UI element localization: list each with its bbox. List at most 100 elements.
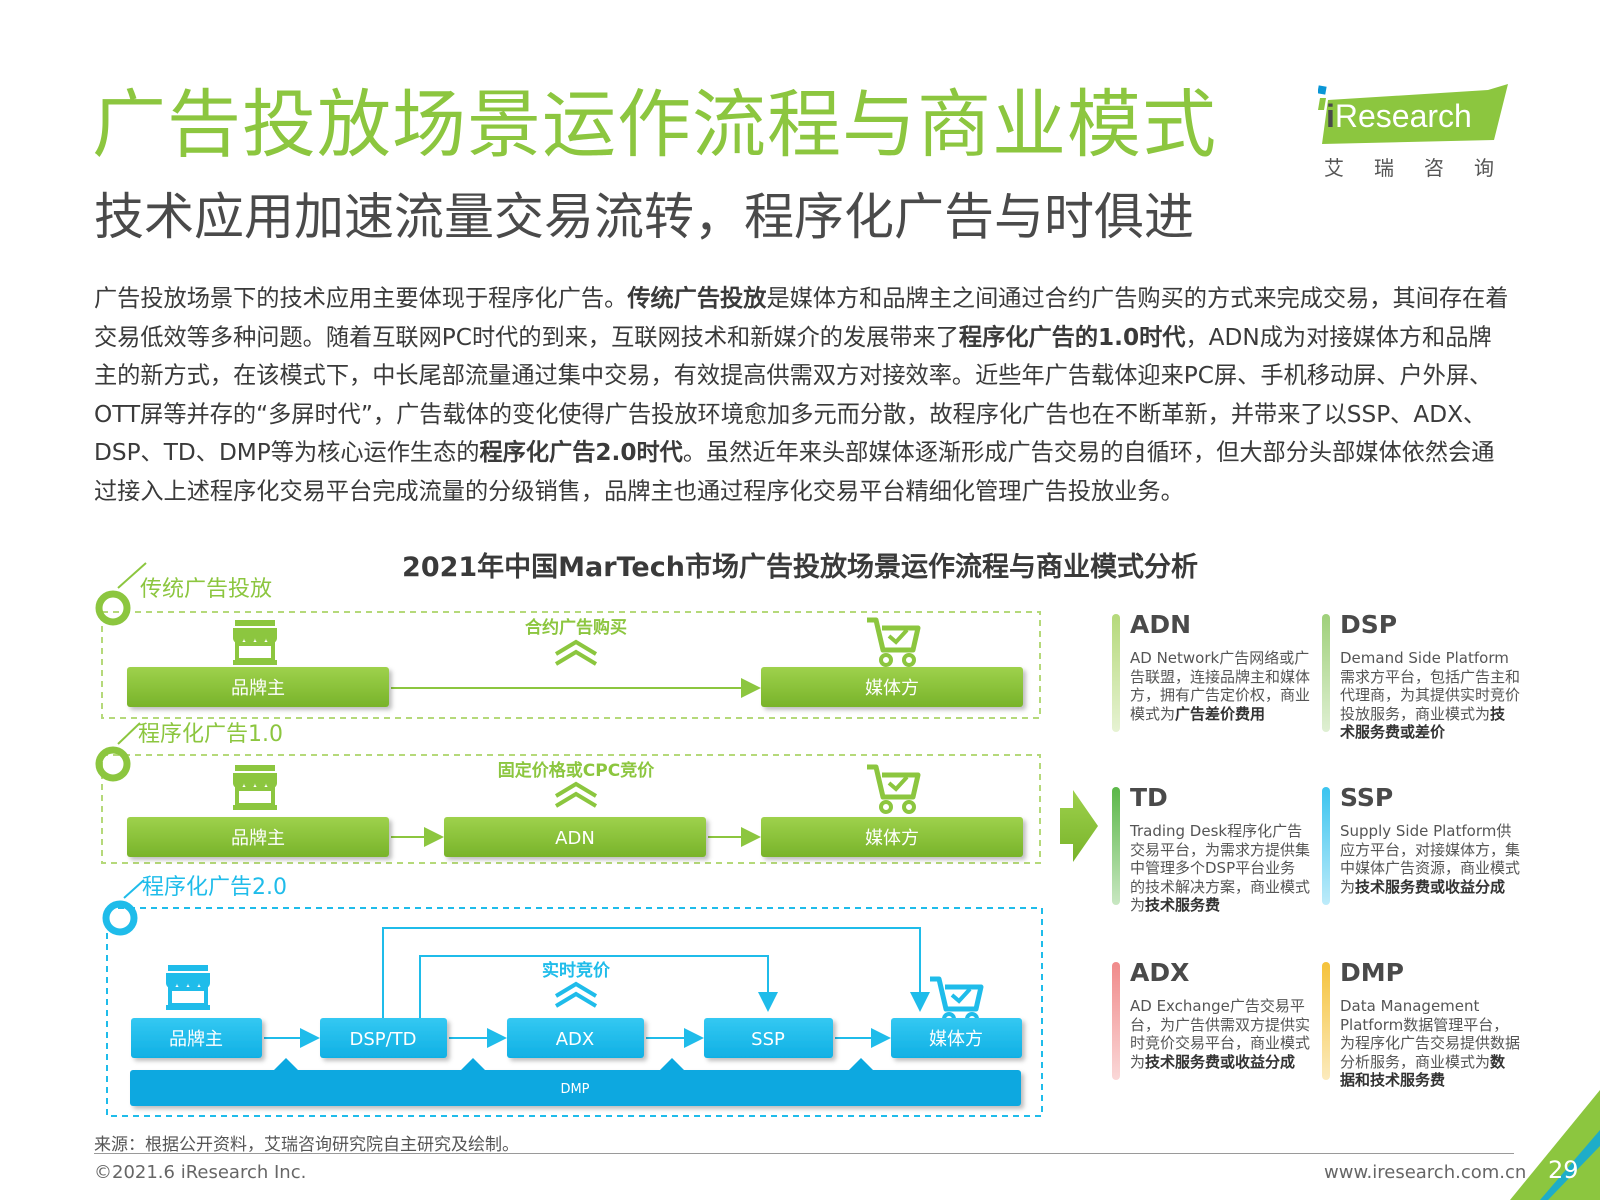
card-text: AD Exchange广告交易平台，为广告供需双方提供实时竞价交易平台，商业模式… xyxy=(1130,997,1311,1071)
card-heading: ADN xyxy=(1130,610,1192,639)
shop-icon xyxy=(233,765,277,810)
arrow-label-v1: 固定价格或CPC竞价 xyxy=(498,760,655,781)
node-label: ADN xyxy=(555,828,595,849)
card-adn: ADN AD Network广告网络或广告联盟，连接品牌主和媒体方，拥有广告定价权… xyxy=(1130,610,1310,723)
double-chevron-icon xyxy=(554,639,598,666)
card-description: AD Exchange广告交易平台，为广告供需双方提供实时竞价交易平台，商业模式… xyxy=(1130,997,1310,1071)
card-ssp: SSP Supply Side Platform供应方平台，对接媒体方，集中媒体广… xyxy=(1340,783,1520,896)
page-number: 29 xyxy=(1548,1156,1579,1184)
flow-diagram: 传统广告投放 合约广告购买 品牌主 媒体方 xyxy=(95,562,1098,1117)
card-description: Demand Side Platform需求方平台，包括广告主和代理商，为其提供… xyxy=(1340,649,1520,742)
node-label: 媒体方 xyxy=(865,828,919,849)
dmp-label: DMP xyxy=(560,1082,589,1097)
double-chevron-icon xyxy=(554,781,598,808)
node-label: ADX xyxy=(556,1029,595,1050)
card-heading: DSP xyxy=(1340,610,1398,639)
corner-decoration-icon xyxy=(1510,1090,1600,1200)
iresearch-logo: iResearch 艾瑞咨询 xyxy=(1317,84,1524,184)
card-heading: SSP xyxy=(1340,783,1394,812)
card-business-model: 技术服务费或收益分成 xyxy=(1355,877,1506,896)
node-adx xyxy=(507,1018,644,1058)
node-media xyxy=(761,817,1023,857)
card-accent-bar xyxy=(1322,787,1330,905)
card-text: AD Network广告网络或广告联盟，连接品牌主和媒体方，拥有广告定价权，商业… xyxy=(1130,649,1311,723)
shop-icon xyxy=(166,965,210,1010)
section-v1: 程序化广告1.0 固定价格或CPC竞价 品牌主 ADN 媒体方 xyxy=(95,722,1041,864)
node-brand xyxy=(131,1018,262,1058)
card-business-model: 技术服务费或收益分成 xyxy=(1145,1052,1296,1071)
shop-icon xyxy=(233,620,277,665)
node-label: 媒体方 xyxy=(929,1029,983,1050)
card-heading: DMP xyxy=(1340,958,1404,987)
section-marker-icon xyxy=(95,722,141,782)
card-business-model: 技术服务费或差价 xyxy=(1340,704,1506,742)
card-adx: ADX AD Exchange广告交易平台，为广告供需双方提供实时竞价交易平台，商… xyxy=(1130,958,1310,1071)
big-arrow-icon xyxy=(1060,790,1098,862)
section-marker-icon xyxy=(102,879,145,936)
card-heading: TD xyxy=(1130,783,1168,812)
card-heading: ADX xyxy=(1130,958,1190,987)
card-accent-bar xyxy=(1322,962,1330,1080)
card-dsp: DSP Demand Side Platform需求方平台，包括广告主和代理商，为… xyxy=(1340,610,1520,742)
paragraph-emphasis: 程序化广告2.0时代 xyxy=(479,439,683,466)
paragraph-emphasis: 程序化广告的1.0时代 xyxy=(958,323,1186,351)
paragraph-text: 广告投放场景下的技术应用主要体现于程序化广告。 xyxy=(94,285,628,312)
node-dsp-td xyxy=(320,1018,447,1058)
node-adn xyxy=(444,817,706,857)
card-accent-bar xyxy=(1112,787,1120,905)
paragraph-text: ，ADN成为对接媒体方和品牌主的新方式，在该模式下，中长尾部流量通过集中交易，有… xyxy=(94,323,1493,467)
card-text: Demand Side Platform需求方平台，包括广告主和代理商，为其提供… xyxy=(1340,649,1521,723)
card-description: Data Management Platform数据管理平台，为程序化广告交易提… xyxy=(1340,997,1520,1090)
node-label: 品牌主 xyxy=(231,678,285,699)
website-link[interactable]: www.iresearch.com.cn xyxy=(1324,1162,1527,1183)
section-label-traditional: 传统广告投放 xyxy=(140,577,272,602)
section-marker-icon xyxy=(95,562,147,626)
section-v2: 程序化广告2.0 实时竞价 xyxy=(102,875,1043,1117)
dmp-pointers xyxy=(274,1058,873,1070)
node-label: 品牌主 xyxy=(231,828,285,849)
logo-wordmark: iResearch xyxy=(1326,98,1472,134)
source-note: 来源：根据公开资料，艾瑞咨询研究院自主研究及绘制。 xyxy=(94,1135,519,1155)
arrow-label-traditional: 合约广告购买 xyxy=(525,617,627,638)
copyright: ©2021.6 iResearch Inc. xyxy=(94,1162,307,1183)
card-description: AD Network广告网络或广告联盟，连接品牌主和媒体方，拥有广告定价权，商业… xyxy=(1130,649,1310,723)
node-media xyxy=(761,667,1023,707)
card-business-model: 广告差价费用 xyxy=(1175,704,1266,723)
paragraph-text: 。虽然近年来头部媒体逐渐形成广告交易的自循环，但大部分头部媒体依然会通过接入上述… xyxy=(94,439,1495,505)
node-dmp xyxy=(130,1070,1021,1106)
section-label-v1: 程序化广告1.0 xyxy=(138,722,283,747)
card-description: Trading Desk程序化广告交易平台，为需求方提供集中管理多个DSP平台业… xyxy=(1130,822,1310,915)
paragraph-text: 是媒体方和品牌主之间通过合约广告购买的方式来完成交易，其间存在着交易低效等多种问… xyxy=(94,285,1509,351)
cart-icon xyxy=(930,976,984,1026)
section-label-v2: 程序化广告2.0 xyxy=(142,875,287,900)
node-label: 媒体方 xyxy=(865,678,919,699)
page-subtitle: 技术应用加速流量交易流转，程序化广告与时俱进 xyxy=(94,188,1194,246)
node-brand xyxy=(127,817,389,857)
card-business-model: 技术服务费 xyxy=(1145,896,1221,915)
cart-icon xyxy=(867,764,921,814)
card-accent-bar xyxy=(1112,962,1120,1080)
logo-banner-icon xyxy=(1317,84,1508,144)
card-dmp: DMP Data Management Platform数据管理平台，为程序化广告… xyxy=(1340,958,1520,1090)
logo-chinese: 艾瑞咨询 xyxy=(1324,156,1524,180)
footer-divider xyxy=(94,1153,1514,1154)
arrow-label-v2: 实时竞价 xyxy=(542,960,611,981)
double-chevron-icon xyxy=(554,981,598,1008)
node-label: DSP/TD xyxy=(349,1029,416,1050)
page-title: 广告投放场景运作流程与商业模式 xyxy=(92,82,1217,168)
intro-paragraph: 广告投放场景下的技术应用主要体现于程序化广告。传统广告投放是媒体方和品牌主之间通… xyxy=(94,280,1514,511)
card-text: Trading Desk程序化广告交易平台，为需求方提供集中管理多个DSP平台业… xyxy=(1130,822,1311,915)
section-traditional: 传统广告投放 合约广告购买 品牌主 媒体方 xyxy=(95,562,1041,719)
card-td: TD Trading Desk程序化广告交易平台，为需求方提供集中管理多个DSP平… xyxy=(1130,783,1310,915)
card-accent-bar xyxy=(1322,614,1330,732)
cart-icon xyxy=(867,617,921,667)
node-ssp xyxy=(704,1018,833,1058)
node-brand xyxy=(127,667,389,707)
paragraph-emphasis: 传统广告投放 xyxy=(627,285,767,312)
card-accent-bar xyxy=(1112,614,1120,732)
figure-title: 2021年中国MarTech市场广告投放场景运作流程与商业模式分析 xyxy=(402,552,1198,583)
node-label: SSP xyxy=(751,1029,785,1050)
card-text: Data Management Platform数据管理平台，为程序化广告交易提… xyxy=(1340,997,1521,1071)
card-description: Supply Side Platform供应方平台，对接媒体方，集中媒体广告资源… xyxy=(1340,822,1520,896)
card-business-model: 数据和技术服务费 xyxy=(1340,1052,1506,1090)
